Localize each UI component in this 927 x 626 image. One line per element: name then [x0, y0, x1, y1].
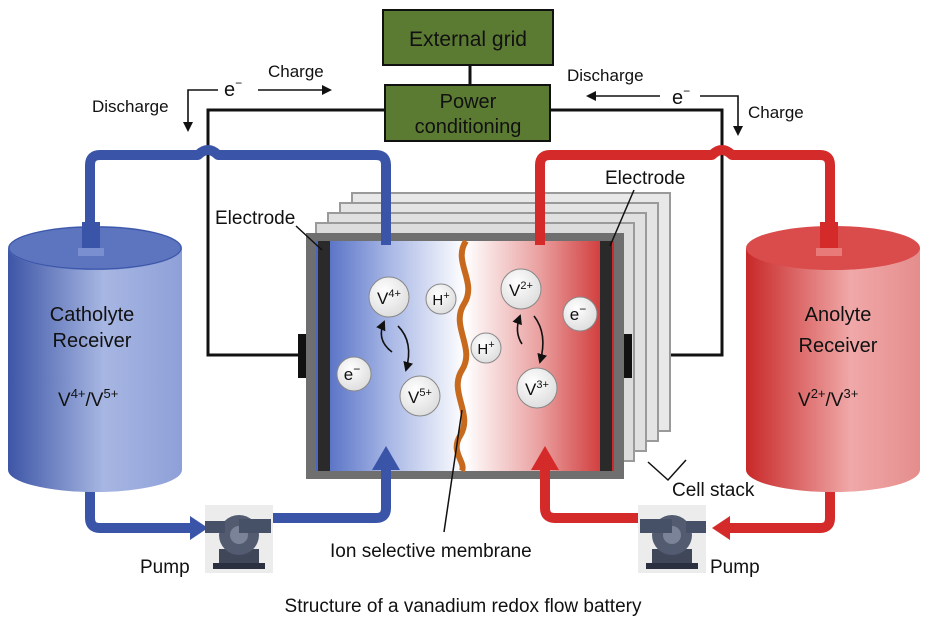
- left-discharge-label: Discharge: [92, 97, 169, 116]
- blue-inlet-arrow: [372, 446, 400, 470]
- ion-v2: [500, 268, 542, 310]
- ion-h-right: [470, 332, 502, 364]
- ion-v5: [399, 375, 441, 417]
- electrode-left-plate: [318, 241, 330, 471]
- left-charge-label: Charge: [268, 62, 324, 81]
- ion-v3: [516, 367, 558, 409]
- blue-pipes: [85, 145, 391, 533]
- ions: [336, 268, 598, 417]
- ion-v4: [368, 276, 410, 318]
- pump-right-icon: [638, 505, 706, 573]
- pump-left-label: Pump: [140, 557, 190, 578]
- ion-e-right-label: e−: [570, 302, 586, 324]
- cell-stack-label: Cell stack: [672, 480, 755, 501]
- anolyte-label-line1: Anolyte: [805, 304, 872, 326]
- cell: [298, 233, 632, 479]
- electrode-right-label: Electrode: [605, 168, 685, 189]
- ion-v2-label: V2+: [509, 280, 533, 300]
- leader-lines: [295, 189, 687, 533]
- external-grid-box: External grid: [382, 9, 554, 66]
- power-conditioning-box: Power conditioning: [384, 84, 551, 142]
- ion-h-left: [425, 283, 457, 315]
- ion-v5-label: V5+: [408, 387, 432, 407]
- wiring: [206, 65, 724, 357]
- red-pipes: [535, 145, 835, 533]
- pump-left-icon: [205, 505, 273, 573]
- ion-h-right-label: H+: [477, 339, 494, 358]
- power-label-line1: Power: [440, 91, 497, 113]
- red-pump-arrow: [712, 516, 730, 540]
- electrode-right-plate: [600, 241, 612, 471]
- anolyte-species: V2+/V3+: [798, 386, 858, 411]
- ion-e-left-label: e−: [344, 362, 360, 384]
- ion-e-left: [336, 356, 372, 392]
- catholyte-label-line2: Receiver: [53, 330, 132, 352]
- right-flow-arrows: [586, 91, 743, 136]
- power-label-line2: conditioning: [415, 116, 522, 138]
- catholyte-label-line1: Catholyte: [50, 304, 135, 326]
- right-electron-label: e−: [672, 84, 690, 109]
- ion-e-right: [562, 296, 598, 332]
- anolyte-tank: [746, 222, 920, 492]
- anolyte-label-line2: Receiver: [799, 335, 878, 357]
- right-discharge-label: Discharge: [567, 66, 644, 85]
- external-grid-label: External grid: [409, 28, 527, 51]
- left-flow-arrows: [183, 85, 332, 132]
- red-inlet-arrow: [531, 446, 559, 470]
- pump-right-label: Pump: [710, 557, 760, 578]
- blue-pump-arrow: [190, 516, 208, 540]
- ion-v3-label: V3+: [525, 379, 549, 399]
- catholyte-species: V4+/V5+: [58, 386, 118, 411]
- figure-caption: Structure of a vanadium redox flow batte…: [285, 596, 642, 617]
- reaction-arrows: [376, 314, 548, 372]
- ion-v4-label: V4+: [377, 288, 401, 308]
- electrode-left-label: Electrode: [215, 208, 295, 229]
- catholyte-tank: [8, 222, 182, 492]
- ion-h-left-label: H+: [432, 290, 449, 309]
- right-charge-label: Charge: [748, 103, 804, 122]
- membrane-label: Ion selective membrane: [330, 541, 532, 562]
- left-electron-label: e−: [224, 76, 242, 101]
